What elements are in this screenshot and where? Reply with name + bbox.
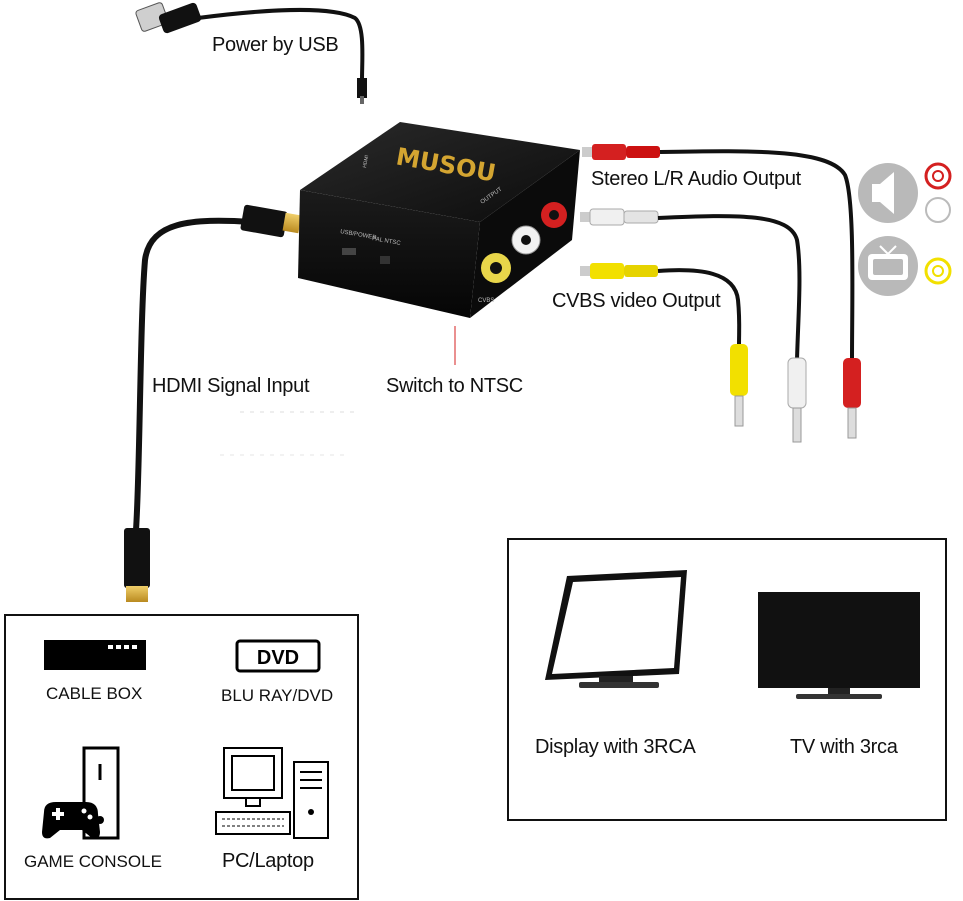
- tv-small-icon: [858, 236, 918, 296]
- dvd-icon: DVD: [235, 639, 321, 673]
- ntsc-switch-label: Switch to NTSC: [386, 375, 523, 397]
- tv-icon: [758, 592, 920, 699]
- usb-port: [342, 248, 356, 255]
- cvbs-output-label: CVBS video Output: [552, 290, 721, 312]
- rca-cables: [580, 144, 861, 443]
- tv-audio-indicators: [924, 162, 952, 285]
- speaker-icon: [858, 163, 918, 223]
- display-devices-panel: Display with 3RCA TV with 3rca: [507, 538, 947, 821]
- stereo-output-label: Stereo L/R Audio Output: [591, 168, 801, 190]
- pc-icon: [215, 747, 329, 839]
- converter-box: MUSOU USB/POWER PAL NTSC OUTPUT CVBS HDM…: [298, 122, 580, 318]
- hdmi-cable: [124, 204, 302, 602]
- display-3rca-label: Display with 3RCA: [535, 736, 696, 758]
- cvbs-port-label: CVBS: [478, 298, 494, 304]
- game-console-label: GAME CONSOLE: [24, 852, 162, 871]
- pal-ntsc-switch: [380, 256, 390, 264]
- pc-label: PC/Laptop: [222, 850, 314, 872]
- hdmi-port-label: HDMI: [362, 155, 370, 169]
- dvd-badge: DVD: [257, 647, 299, 669]
- usb-cable: [135, 2, 367, 104]
- tv-3rca-label: TV with 3rca: [790, 736, 898, 758]
- monitor-icon: [545, 570, 687, 688]
- switch-label: PAL NTSC: [372, 236, 402, 247]
- power-label: Power by USB: [212, 34, 339, 56]
- cable-box-label: CABLE BOX: [46, 684, 143, 703]
- game-console-icon: [42, 746, 120, 840]
- dvd-label: BLU RAY/DVD: [221, 686, 334, 705]
- cable-box-icon: [44, 640, 146, 670]
- source-devices-panel: CABLE BOX DVD BLU RAY/DVD GAME CONSOLE P…: [4, 614, 359, 900]
- hdmi-input-label: HDMI Signal Input: [152, 375, 310, 397]
